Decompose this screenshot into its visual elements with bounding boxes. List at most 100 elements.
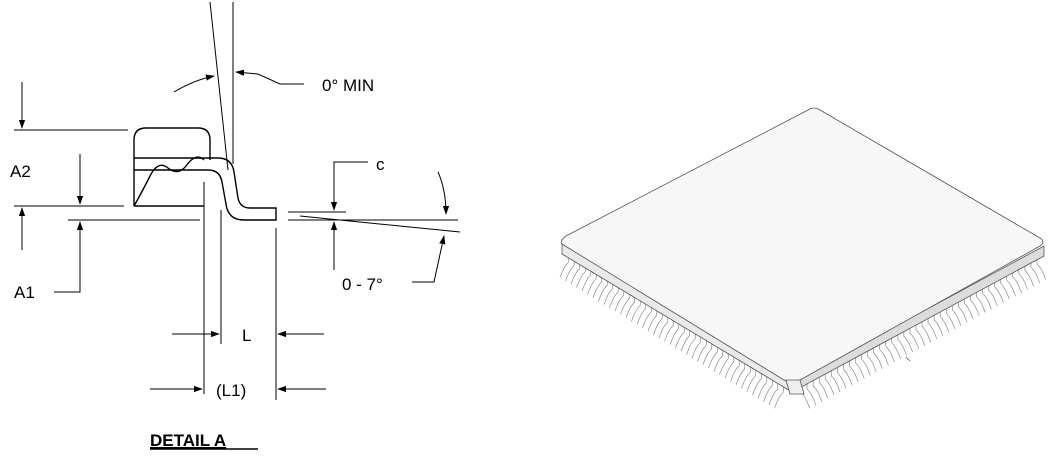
package-pin <box>909 324 920 350</box>
package-pin <box>598 277 608 302</box>
package-pin <box>1006 272 1016 297</box>
label-c: c <box>376 155 385 174</box>
min-angle-arc <box>173 74 215 93</box>
package-pin <box>746 367 757 392</box>
angle-range-arc-top <box>437 171 450 215</box>
package-pin <box>945 305 956 330</box>
label-angle-min: 0° MIN <box>322 76 374 95</box>
package-pin <box>927 315 938 340</box>
package-pin <box>1036 255 1047 280</box>
package-pin <box>636 300 647 325</box>
lead-outline <box>134 157 277 221</box>
qfp-package-isometric <box>559 107 1047 409</box>
package-pin <box>664 317 674 342</box>
label-l1: (L1) <box>216 381 246 400</box>
package-pin <box>774 384 784 409</box>
angle-reference-line <box>299 215 461 233</box>
label-l: L <box>242 326 251 345</box>
label-a1: A1 <box>14 283 35 302</box>
a1-leader-arrow <box>54 221 84 293</box>
package-pin <box>691 334 702 359</box>
package-pin <box>1012 268 1022 293</box>
package-pin <box>609 283 619 308</box>
package-top-face <box>561 107 1044 383</box>
package-pin <box>891 334 901 359</box>
package-pin <box>680 327 691 352</box>
package-pin <box>988 282 998 307</box>
package-pin <box>1018 265 1028 290</box>
package-pin <box>915 321 926 346</box>
package-pin <box>951 301 962 326</box>
package-pin <box>713 347 724 372</box>
package-pin <box>658 313 669 339</box>
pin-one-marker <box>905 356 911 362</box>
package-pin <box>897 331 907 356</box>
package-pin <box>867 348 877 373</box>
package-pin <box>702 340 713 365</box>
package-pin <box>653 310 663 335</box>
package-body-outline <box>133 127 211 206</box>
package-pin <box>818 374 829 399</box>
package-pin <box>642 303 652 329</box>
package-pin <box>768 380 779 406</box>
package-pin <box>885 338 895 363</box>
package-pin <box>873 344 883 369</box>
package-pin <box>614 287 625 312</box>
package-pin <box>964 295 974 320</box>
package-pin <box>697 337 707 362</box>
package-pin <box>719 350 729 375</box>
package-pin <box>939 308 950 333</box>
package-front-corner <box>785 379 805 395</box>
package-pin <box>565 257 575 282</box>
package-pin <box>647 307 658 332</box>
package-pin <box>861 351 871 376</box>
package-pin <box>1000 275 1010 300</box>
package-pin <box>879 341 889 366</box>
c-arrow-top <box>330 161 368 211</box>
package-pin <box>830 367 841 392</box>
package-pin <box>843 361 853 386</box>
pin-row-left <box>559 253 784 409</box>
package-pin <box>625 293 636 318</box>
package-pin <box>741 364 751 389</box>
package-pin <box>763 377 773 402</box>
package-pin <box>849 357 859 383</box>
package-pin <box>620 290 630 315</box>
package-pin <box>837 364 847 389</box>
package-pin <box>576 263 586 288</box>
package-pin <box>708 344 718 369</box>
package-pin <box>752 370 762 396</box>
package-pin <box>631 297 641 322</box>
package-pin <box>724 354 735 379</box>
package-pin <box>757 374 768 399</box>
package-pin <box>675 324 685 349</box>
package-pin <box>730 357 740 382</box>
label-angle-range: 0 - 7° <box>342 275 383 294</box>
package-pin <box>855 354 865 379</box>
package-pin <box>806 381 817 406</box>
package-pin <box>976 288 986 313</box>
package-pin <box>958 298 968 323</box>
package-pin <box>970 291 980 317</box>
package-pin <box>570 260 581 285</box>
package-pin <box>1024 262 1034 287</box>
package-pin <box>669 320 680 345</box>
package-pin <box>592 273 603 298</box>
label-a2: A2 <box>10 162 31 181</box>
min-angle-leader <box>235 69 304 85</box>
package-pin <box>559 253 570 278</box>
package-break-line <box>133 156 205 207</box>
package-pin <box>603 280 614 305</box>
package-pin <box>581 267 592 292</box>
package-pin <box>994 278 1004 303</box>
package-pin <box>686 330 696 355</box>
package-pin <box>735 360 746 385</box>
package-pin <box>1030 258 1041 284</box>
draft-angle-line <box>209 1 229 171</box>
package-pin <box>824 371 835 396</box>
angle-range-leader <box>412 235 446 283</box>
package-pin <box>982 285 992 310</box>
package-pin <box>921 318 932 343</box>
package-pin <box>812 377 823 402</box>
